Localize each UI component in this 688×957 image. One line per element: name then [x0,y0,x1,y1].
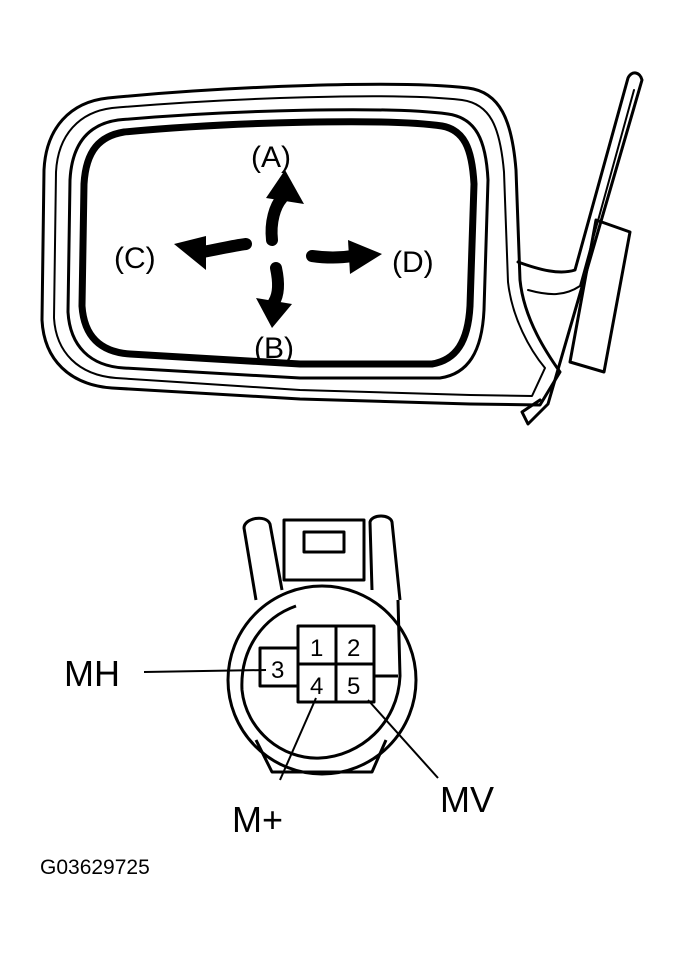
mirror-housing-inner [53,95,546,397]
leader-lines [143,669,439,781]
mirror-glass-inner [78,118,478,368]
arrow-up-icon [265,170,304,246]
leader-line-mplus [279,697,317,781]
leader-line-mh [143,669,267,673]
terminal-label-mplus: M+ [232,799,283,840]
terminal-label-mv: MV [440,779,494,820]
pin-number-5: 5 [347,673,360,700]
pin-number-4: 4 [310,673,323,700]
connector-body [226,514,418,776]
pin-number-1: 1 [310,635,323,662]
mirror-glass-outer [66,108,490,380]
pin-cell-3 [258,646,300,688]
connector-latch [282,518,366,582]
arrow-right-icon [306,240,382,274]
connector-skirt [254,739,388,774]
pin-number-2: 2 [347,635,360,662]
mirror-mount-arm-inner [527,89,635,296]
mirror-assembly [40,71,644,426]
direction-label-d: (D) [392,246,434,279]
leader-line-mv [367,699,439,779]
direction-label-a: (A) [251,141,291,174]
pin-number-3: 3 [271,657,284,684]
adjustment-arrows [174,170,382,328]
mirror-housing-outline [40,82,562,407]
mirror-mount-arm [516,71,644,426]
connector-housing-outer [226,584,418,776]
connector-housing-inner [240,599,402,760]
direction-label-b: (B) [254,332,294,365]
connector-lock-tab-left [242,516,284,601]
connector-lock-tab-right [368,514,402,601]
figure-code: G03629725 [40,856,150,879]
connector-latch-window [302,530,346,554]
arrow-left-icon [174,236,252,270]
arrow-down-icon [256,262,292,328]
terminal-label-mh: MH [64,653,120,694]
mirror-mount-base [568,218,632,374]
direction-label-c: (C) [114,242,156,275]
pin-cell-5 [334,662,376,704]
